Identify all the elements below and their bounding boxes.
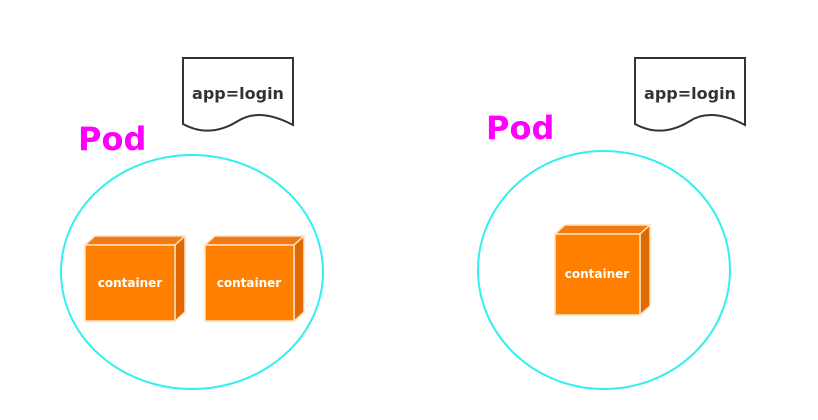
container-top-face <box>83 235 187 246</box>
container-label: container <box>565 267 630 281</box>
pod-1-container-1: container <box>83 234 187 323</box>
container-top-face <box>203 235 306 246</box>
container-side-face <box>293 234 305 323</box>
pod-1: app=login Pod container container <box>60 57 324 390</box>
pod-1-outline <box>60 154 324 390</box>
container-front-face <box>84 244 176 322</box>
pod-1-tag-shape <box>182 57 294 132</box>
pod-2-title: Pod <box>486 109 554 147</box>
pod-1-title: Pod <box>78 120 146 158</box>
container-side-face <box>639 223 651 317</box>
container-label: container <box>98 276 163 290</box>
container-top-face <box>553 224 652 235</box>
container-front-face <box>554 233 641 316</box>
pod-2: app=login Pod container <box>477 57 746 390</box>
container-label: container <box>217 276 282 290</box>
pod-1-label-tag: app=login <box>182 57 294 132</box>
container-side-face <box>174 234 186 323</box>
container-front-face <box>204 244 295 322</box>
pod-2-outline <box>477 150 731 390</box>
pod-1-tag-text: app=login <box>192 84 284 103</box>
pod-2-tag-text: app=login <box>644 84 736 103</box>
pod-2-tag-shape <box>634 57 746 132</box>
pod-1-container-2: container <box>203 234 306 323</box>
pod-2-label-tag: app=login <box>634 57 746 132</box>
pod-2-container-1: container <box>553 223 652 317</box>
